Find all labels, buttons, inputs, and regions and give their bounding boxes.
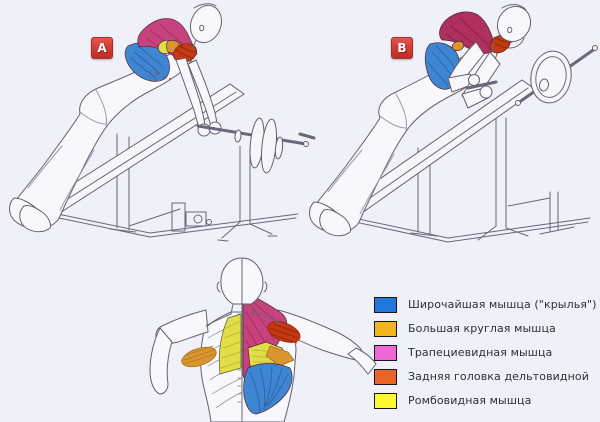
rhomboid-left bbox=[218, 313, 242, 375]
figure-a-label-badge: A bbox=[91, 37, 113, 59]
anatomy-head bbox=[205, 257, 281, 327]
legend-row-rear-delt: Задняя головка дельтовидной bbox=[374, 368, 596, 385]
legend-row-trapezius: Трапециевидная мышца bbox=[374, 344, 596, 361]
anatomy-muscles-left bbox=[181, 313, 242, 375]
teres-right bbox=[265, 345, 295, 367]
legend-label-lats: Широчайшая мышца ("крылья") bbox=[408, 298, 597, 311]
athlete-a-body bbox=[9, 43, 197, 233]
legend-label-trapezius: Трапециевидная мышца bbox=[408, 346, 553, 359]
figure-b-illustration bbox=[298, 4, 598, 243]
muscle-highlights-a bbox=[124, 18, 198, 82]
legend-row-rhomboid: Ромбовидная мышца bbox=[374, 392, 596, 409]
anatomy-muscles-right bbox=[242, 291, 301, 415]
legend-label-teres: Большая круглая мышца bbox=[408, 322, 556, 335]
lats-right bbox=[243, 363, 293, 415]
stipple-dots-a bbox=[149, 71, 171, 81]
legend-label-rear-delt: Задняя головка дельтовидной bbox=[408, 370, 589, 383]
legend-swatch-teres bbox=[374, 320, 397, 337]
rear-delt-right bbox=[267, 321, 301, 343]
athlete-b-head bbox=[491, 4, 532, 53]
legend-swatch-rear-delt bbox=[374, 368, 397, 385]
legend-row-teres: Большая круглая мышца bbox=[374, 320, 596, 337]
legend-swatch-trapezius bbox=[374, 344, 397, 361]
barbell-b bbox=[515, 45, 598, 106]
legend-swatch-rhomboid bbox=[374, 392, 397, 409]
teres-highlight-b bbox=[451, 40, 465, 52]
legend-swatch-lats bbox=[374, 296, 397, 313]
bench-frame-a bbox=[13, 133, 299, 242]
legend-row-lats: Широчайшая мышца ("крылья") bbox=[374, 296, 597, 313]
figure-b-label-badge: B bbox=[391, 37, 413, 59]
athlete-b-arms bbox=[447, 41, 501, 109]
legend-label-rhomboid: Ромбовидная мышца bbox=[408, 394, 532, 407]
figure-a-illustration bbox=[9, 3, 309, 242]
back-anatomy-illustration bbox=[149, 257, 377, 422]
athlete-b-body bbox=[309, 45, 499, 237]
barbell-a bbox=[196, 117, 309, 174]
athlete-a-head bbox=[189, 3, 223, 51]
muscle-legend: Широчайшая мышца ("крылья") Большая круг… bbox=[374, 296, 597, 417]
